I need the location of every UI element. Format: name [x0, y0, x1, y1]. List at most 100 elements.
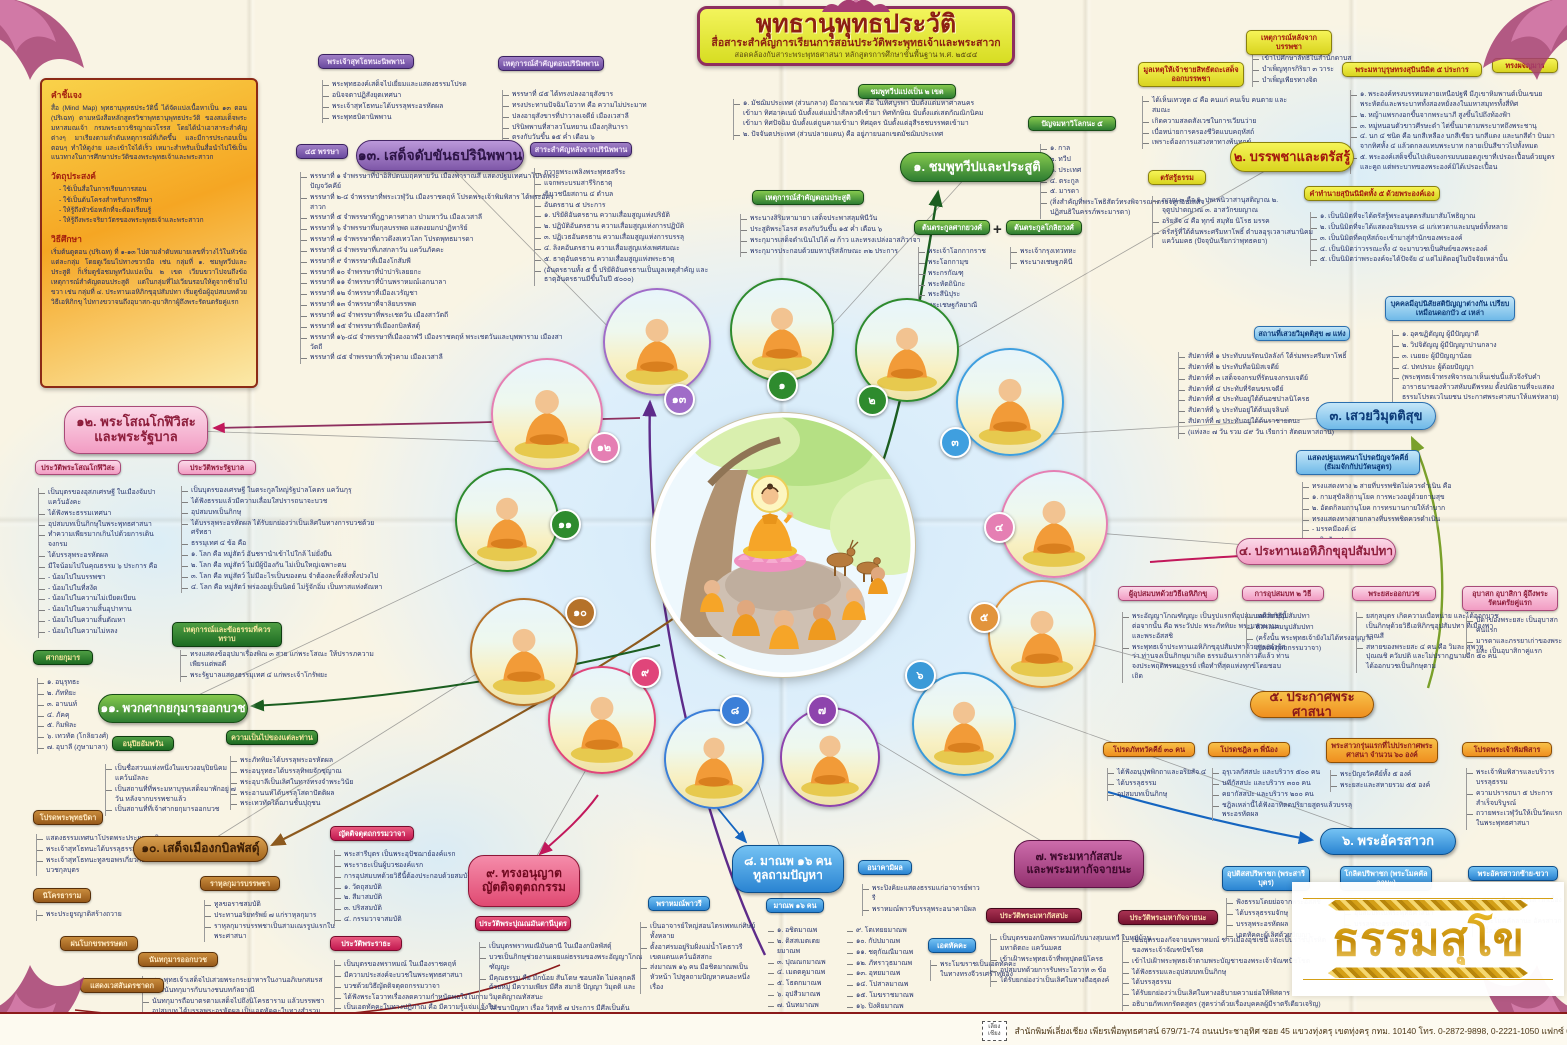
- monk-figure-icon: [685, 737, 743, 799]
- topic-item: พระโมฆราชเป็นเอตทัคคะในทางทรงจีวรเศร้าหม…: [931, 960, 1017, 980]
- topic-items: ได้เห็นเทวทูต ๔ คือ คนแก่ คนเจ็บ คนตาย แ…: [1142, 96, 1301, 150]
- number-badge-3: ๓: [939, 426, 971, 458]
- topic-box: ราหุลกุมารบรรพชา: [200, 876, 280, 892]
- topic-items: พระเจ้าพิมพิสารและบริวารบรรลุธรรมความปรา…: [1466, 768, 1565, 831]
- topic-item: ๑. กามสุขัลลิกานุโยค การพะวงอยู่ด้วยกามส…: [1303, 493, 1543, 503]
- topic-item: พระเจ้าพิมพิสารและบริวารบรรลุธรรม: [1467, 768, 1565, 788]
- scene-circle-13: [603, 288, 711, 396]
- topic-item: ๒. วิปจิตัญญู ผู้มีปัญญาปานกลาง: [1393, 341, 1565, 351]
- topic-item: พระเจ้าโอกกากราช: [919, 247, 1019, 257]
- topic-item: ทรงแสดงทางสายกลางที่บรรพชิตควรดำเนิน: [1303, 515, 1543, 525]
- monk-figure-icon: [477, 497, 537, 562]
- topic-box: อุบาสก อุบาสิกา ผู้ถึงพระรัตนตรัยคู่แรก: [1462, 586, 1558, 611]
- topic-box: เหตุการณ์และข้อธรรมที่ควรทราบ: [172, 622, 282, 647]
- topic-item: เป็นชื่อสวนแห่งหนึ่งในแขวงอนุปิยนิคม แคว…: [106, 764, 246, 784]
- topic-box: พระเจ้าสุทโธทนะนิพพาน: [318, 54, 414, 70]
- topic-item: พรรษาที่ ๑๕ จำพรรษาที่เมืองกบิลพัสดุ์: [301, 322, 563, 332]
- topic-items: พระประยูรญาติสร้างถวาย: [36, 910, 147, 921]
- topic-items: ทรงแสดงข้ออุปมาเรื่องพิณ ๓ สาย แก่พระโสณ…: [180, 650, 381, 682]
- method-heading: วิธีศึกษา: [51, 234, 82, 245]
- topic-box: สถานที่เสวยวิมุตติสุข ๗ แห่ง: [1254, 326, 1350, 342]
- topic-box: ประวัติพระปุณณมันตานีบุตร: [475, 916, 571, 932]
- number-badge-4: ๔: [983, 511, 1015, 543]
- topic-item: พรรษาที่ ๑๖-๔๔ จำพรรษาที่เมืองอาฬวี เมือ…: [301, 333, 563, 353]
- topic-item: ๓. ปริสสมบัติ: [335, 904, 503, 914]
- topic-item: พระอุบาลีเป็นเลิศในทางทรงจำพระวินัย: [231, 778, 359, 788]
- topic-item: พรรษาที่ ๘ จำพรรษาที่เภสกลาวัน แคว้นภัคค…: [301, 246, 563, 256]
- topic-box: ทรงผจญมาร: [1492, 58, 1558, 74]
- topic-item: - น้อมไปในความไม่เบียดเบียน: [39, 594, 167, 604]
- topic-item: พระโอกกามุข: [919, 258, 1019, 268]
- topic-box: โปรดชฎิล ๓ พี่น้อง: [1208, 742, 1290, 758]
- topic-items: ทูลขอราชสมบัติประทานอริยทรัพย์ ๗ แก่ราหุ…: [204, 900, 337, 943]
- topic-item: ๗. อุบาลี (ภูษามาลา): [38, 743, 146, 753]
- topic-item: การอุปสมบทด้วยวิธีนี้ต้องประกอบด้วยสมบัต…: [335, 872, 503, 882]
- topic-item: ญาณ ๓ คือ ๑. ปุพเพนิวาสานุสติญาณ ๒. จุตู…: [1153, 196, 1315, 216]
- objectives-heading: วัตถุประสงค์: [51, 171, 96, 182]
- objective-item: ให้รู้ถึงหัวข้อหลักที่จะต้องเรียนรู้: [59, 206, 247, 216]
- topic-items: ๑. เป็นนิมิตที่จะได้ตรัสรู้พระอนุตตรสัมม…: [1310, 212, 1554, 267]
- topic-item: ได้ฟังธรรมแล้วมีความเลื่อมใสปรารถนาจะบวช: [182, 497, 390, 507]
- topic-item: ๗. นันทมาณพ: [768, 1001, 841, 1011]
- topic-item: พระสารีบุตร เป็นพระอุปัชฌาย์องค์แรก: [335, 850, 503, 860]
- topic-item: พรรษาที่ ๒-๔ จำพรรษาที่พระเวฬุวัน เมืองร…: [301, 193, 563, 213]
- section-pill-sakya-princes-ordain: ๑๑. พวกศากยกุมารออกบวช: [98, 694, 248, 723]
- topic-item: พระอนุรุทธะได้บรรลุทิพยจักขุญาณ: [231, 767, 359, 777]
- topic-item: ตรัสรู้ที่ใต้ต้นพระศรีมหาโพธิ์ ตำบลอุรุเ…: [1153, 228, 1315, 248]
- section-pill-chief-disciples: ๖. พระอัครสาวก: [1320, 828, 1456, 855]
- topic-item: - น้อมไปในบรรพชา: [39, 573, 167, 583]
- topic-item: เป็นบุตรของอุสภเศรษฐี ในเมืองจัมปา แคว้น…: [39, 488, 167, 508]
- topic-item: ๙. โตเทยยมาณพ: [847, 926, 920, 936]
- topic-box: คำทำนายสุบินนิมิตทั้ง ๕ ด้วยพระองค์เอง: [1304, 186, 1440, 202]
- topic-item: ได้ฟังธรรมและอุปสมบทเป็นภิกษุ: [1123, 968, 1331, 978]
- topic-item: พระพุทธบิดานิพพาน: [323, 113, 481, 123]
- topic-item: ฟังธรรมโดยย่อจากพระอัสสชิ: [1227, 898, 1345, 908]
- topic-items: เป็นบุตรของเศรษฐี ในตระกูลใหญ่รัฐปาลโคตร…: [181, 486, 390, 594]
- topic-item: ๑. อชิตมาณพ: [768, 926, 841, 936]
- topic-box: ปัญจมหาวิโลกนะ ๕: [1028, 116, 1116, 132]
- topic-items: พระเจ้าโอกกากราชพระโอกกามุขพระกรกัณฑุพระ…: [918, 247, 1019, 313]
- topic-item: ๑๒. ภัทราวุธมาณพ: [847, 959, 920, 969]
- topic-item: ๑๓. อุทยมาณพ: [847, 969, 920, 979]
- topic-items: พระโมฆราชเป็นเอตทัคคะในทางทรงจีวรเศร้าหม…: [930, 960, 1017, 981]
- topic-box: ๔๕ พรรษา: [296, 144, 348, 160]
- topic-item: พระปิงคิยะแสดงธรรมแก่อาจารย์พาวรี: [863, 884, 981, 904]
- topic-box: ประวัติพระมหากัจจายนะ: [1118, 910, 1218, 926]
- topic-items: เป็นบุตรของกัจจายนพราหมณ์ ชาวเมืองอุชเชน…: [1122, 936, 1331, 1011]
- topic-items: ฟังธรรมโดยย่อจากพระอัสสชิได้บรรลุธรรมจัก…: [1226, 898, 1345, 942]
- topic-items: พระสารีบุตร เป็นพระอุปัชฌาย์องค์แรกพระรา…: [334, 850, 503, 926]
- topic-items: บิดาของพระยสะ เป็นอุบาสกคนแรกมารดาและภรร…: [1466, 616, 1563, 658]
- number-badge-6: ๖: [904, 659, 936, 691]
- topic-box: สาระสำคัญหลังจากปรินิพพาน: [530, 142, 632, 158]
- topic-items: เป็นชื่อสวนแห่งหนึ่งในแขวงอนุปิยนิคม แคว…: [105, 764, 246, 817]
- topic-item: ๑. อุคฆฏิตัญญู ผู้มีปัญญาดี: [1393, 330, 1565, 340]
- topic-items: เป็นบุตรของกบิลพราหมณ์กับนางสุมนเทวี ในห…: [990, 934, 1159, 988]
- topic-item: (พระพุทธเจ้าทรงพิจารณาเห็นเช่นนี้แล้วจึง…: [1393, 373, 1565, 403]
- topic-item: บวชเป็นภิกษุช่วยงานเผยแผ่ธรรมของพระอัญญา…: [480, 953, 645, 973]
- topic-items: เป็นบุตรของอุสภเศรษฐี ในเมืองจัมปา แคว้น…: [38, 488, 167, 638]
- topic-items: ๑. อุคฆฏิตัญญู ผู้มีปัญญาดี๒. วิปจิตัญญู…: [1392, 330, 1565, 404]
- section-pill-sixteen-manava: ๘. มาณพ ๑๖ คน ทูลถามปัญหา: [732, 845, 844, 893]
- monk-figure-icon: [1022, 500, 1086, 567]
- objective-item: ใช้เป็นสื่อในการเรียนการสอน: [59, 185, 247, 195]
- topic-item: ๔. เป็นนิมิตว่าวรรณะทั้ง ๔ จะมาบวชเป็นศิ…: [1311, 245, 1554, 255]
- number-badge-5: ๕: [968, 601, 1000, 633]
- topic-items: พระเจ้ากรุงเทวทหะพระนางเชษฐภคินี: [1010, 247, 1121, 269]
- topic-box: นันทกุมารออกบวช: [138, 952, 218, 968]
- publisher-info: สำนักพิมพ์เลี่ยงเชียง เพียรเพื่อพุทธศาสน…: [1014, 1026, 1567, 1037]
- scene-circle-8: [664, 709, 764, 809]
- topic-item: เข้าไปเฝ้าพระพุทธเจ้าตามพระบัญชาของพระเจ…: [1123, 957, 1331, 967]
- topic-item: ๓. อานนท์: [38, 700, 146, 710]
- topic-box: พระยสะออกบวช: [1352, 586, 1436, 602]
- topic-item: เป็นบุตรพราหมณีมันตานี ในเมืองกบิลพัสดุ์: [480, 942, 645, 952]
- topic-item: พรรษาที่ ๔๕ ได้ทรงปลงอายุสังขาร: [503, 90, 651, 100]
- topic-item: พระเจ้าสุทโธทนะได้บรรลุธรรม: [37, 845, 167, 855]
- topic-item: อุปสมบทเป็นภิกษุในพระพุทธศาสนา: [39, 520, 167, 530]
- topic-item: พรรษาที่ ๑๐ จำพรรษาที่ป่าปาริเลยยกะ: [301, 268, 563, 278]
- topic-item: บรรลุพระอรหัตผล: [1227, 920, 1345, 930]
- topic-items: เป็นอาจารย์ใหญ่สอนไตรเพทแก่ศิษย์ทั้งหลาย…: [640, 922, 757, 994]
- topic-box: อนุปิยอัมพวัน: [112, 736, 174, 752]
- monk-figure-icon: [492, 628, 556, 695]
- topic-item: เพราะต้องการแสวงหาทางพ้นทุกข์: [1143, 138, 1301, 148]
- topic-item: พรรษาที่ ๑๑ จำพรรษาที่บ้านพราหมณ์เอกนาลา: [301, 278, 563, 288]
